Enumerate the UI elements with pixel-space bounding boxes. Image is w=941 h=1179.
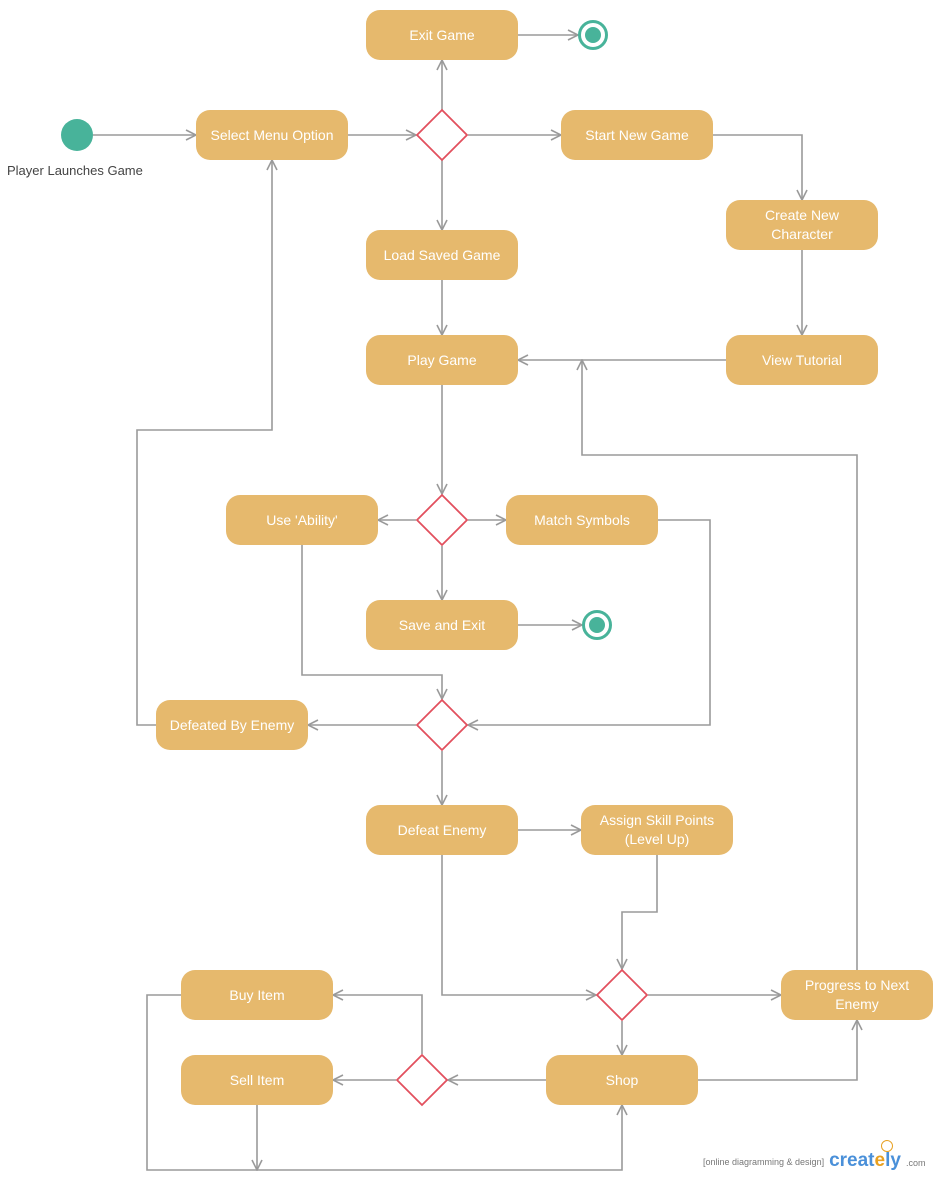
node-load-saved-game: Load Saved Game [366, 230, 518, 280]
logo-text-main: creat [829, 1150, 875, 1171]
edge-progress-to-play [582, 360, 858, 970]
node-defeat-enemy-label: Defeat Enemy [397, 821, 487, 838]
edge-defeat-to-decision4 [441, 855, 596, 995]
node-view-tutorial: View Tutorial [726, 335, 878, 385]
node-save-and-exit: Save and Exit [366, 600, 518, 650]
creately-logo: creately [829, 1140, 901, 1172]
node-match-symbols-label: Match Symbols [534, 511, 630, 528]
decision-diamond-shop [395, 1053, 449, 1107]
node-progress-line2: Enemy [835, 996, 879, 1012]
decision-diamond-outcome [415, 698, 469, 752]
logo-text-end: ly [885, 1150, 901, 1171]
edge-assign-to-decision4 [622, 855, 658, 969]
node-sell-item: Sell Item [181, 1055, 333, 1105]
node-exit-game: Exit Game [366, 10, 518, 60]
node-start-new-game: Start New Game [561, 110, 713, 160]
node-shop-label: Shop [605, 1071, 639, 1088]
node-select-menu-option: Select Menu Option [196, 110, 348, 160]
initial-node [61, 119, 93, 151]
node-defeated-label: Defeated By Enemy [169, 716, 295, 733]
final-node-save [582, 610, 612, 640]
node-sell-item-label: Sell Item [229, 1071, 285, 1088]
node-create-character-line2: Character [771, 226, 833, 242]
node-progress-to-next-enemy: Progress to Next Enemy [781, 970, 933, 1020]
node-exit-game-label: Exit Game [409, 26, 475, 43]
edge-defeated-to-select [136, 160, 272, 726]
start-label: Player Launches Game [7, 163, 143, 178]
node-buy-item-label: Buy Item [229, 986, 285, 1003]
watermark-tagline: [online diagramming & design] [703, 1157, 825, 1167]
node-save-exit-label: Save and Exit [398, 616, 486, 633]
node-match-symbols: Match Symbols [506, 495, 658, 545]
edge-start-to-create [713, 134, 802, 200]
node-create-character-line1: Create New [765, 207, 839, 223]
edge-ability-to-decision3 [301, 545, 442, 699]
node-create-new-character: Create New Character [726, 200, 878, 250]
node-defeated-by-enemy: Defeated By Enemy [156, 700, 308, 750]
edge-match-to-decision3 [468, 519, 711, 725]
edge-buy-to-shop [146, 994, 622, 1171]
final-node-exit [578, 20, 608, 50]
decision-diamond-menu [415, 108, 469, 162]
node-start-new-game-label: Start New Game [585, 126, 689, 143]
edge-decision5-to-buy [333, 995, 423, 1054]
node-assign-line1: Assign Skill Points [599, 812, 715, 828]
node-buy-item: Buy Item [181, 970, 333, 1020]
node-use-ability: Use 'Ability' [226, 495, 378, 545]
node-play-game: Play Game [366, 335, 518, 385]
node-defeat-enemy: Defeat Enemy [366, 805, 518, 855]
node-play-game-label: Play Game [407, 351, 477, 368]
sun-icon [881, 1140, 894, 1152]
node-progress-line1: Progress to Next [804, 977, 910, 993]
logo-text-accent: e [874, 1150, 886, 1171]
decision-diamond-play [415, 493, 469, 547]
node-load-saved-label: Load Saved Game [383, 246, 501, 263]
watermark-domain: .com [905, 1158, 926, 1168]
edge-shop-to-progress [698, 1020, 857, 1081]
node-view-tutorial-label: View Tutorial [762, 351, 842, 368]
decision-diamond-after-win [595, 968, 649, 1022]
node-shop: Shop [546, 1055, 698, 1105]
node-use-ability-label: Use 'Ability' [266, 511, 338, 528]
creately-watermark[interactable]: [online diagramming & design] creately .… [703, 1140, 926, 1172]
node-assign-skill-points: Assign Skill Points (Level Up) [581, 805, 733, 855]
node-select-menu-label: Select Menu Option [210, 126, 334, 143]
node-assign-line2: (Level Up) [624, 831, 690, 847]
